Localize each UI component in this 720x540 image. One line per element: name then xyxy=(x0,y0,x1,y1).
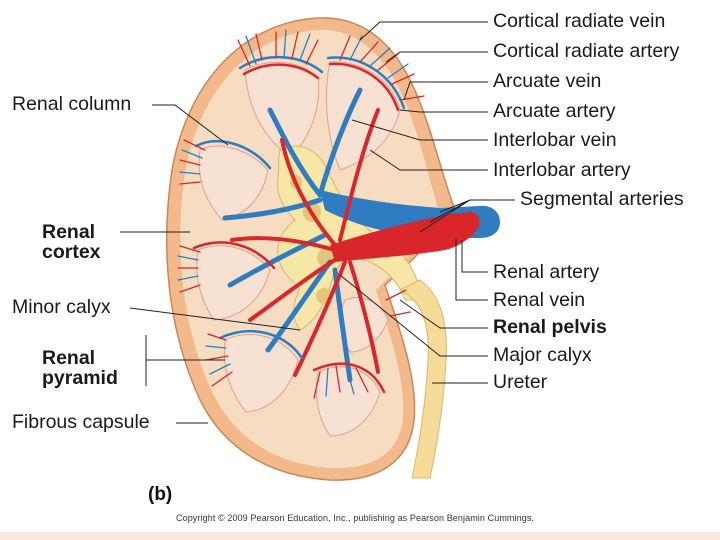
label-arcuate-vein: Arcuate vein xyxy=(493,70,602,92)
copyright-text: Copyright © 2009 Pearson Education, Inc.… xyxy=(176,513,535,523)
label-arcuate-artery: Arcuate artery xyxy=(493,100,616,122)
leader-lines-left xyxy=(120,104,301,424)
label-segmental-arteries: Segmental arteries xyxy=(520,188,684,210)
label-minor-calyx: Minor calyx xyxy=(12,296,111,318)
label-cortical-radiate-artery: Cortical radiate artery xyxy=(493,40,680,62)
label-interlobar-vein: Interlobar vein xyxy=(493,129,617,151)
label-renal-pelvis: Renal pelvis xyxy=(493,316,607,338)
label-renal-cortex: Renal cortex xyxy=(42,222,101,263)
arcuate-vessels xyxy=(192,56,406,394)
label-renal-artery: Renal artery xyxy=(493,261,600,283)
label-major-calyx: Major calyx xyxy=(493,344,592,366)
label-cortical-radiate-vein: Cortical radiate vein xyxy=(493,10,666,32)
label-renal-cortex-line2: cortex xyxy=(42,241,101,264)
renal-artery-shape xyxy=(330,212,480,262)
bottom-bar xyxy=(0,532,720,540)
label-fibrous-capsule: Fibrous capsule xyxy=(12,411,150,433)
label-renal-column: Renal column xyxy=(12,93,132,115)
leader-lines-right xyxy=(339,21,515,384)
cortical-radiate-arteries xyxy=(177,31,425,399)
label-renal-pyramid-line2: pyramid xyxy=(42,367,118,390)
interlobar-arteries xyxy=(230,108,380,377)
ureter-shape xyxy=(398,279,447,479)
label-interlobar-artery: Interlobar artery xyxy=(493,159,631,181)
panel-label: (b) xyxy=(148,484,173,505)
label-renal-pyramid-line1: Renal xyxy=(42,347,96,369)
label-renal-vein: Renal vein xyxy=(493,289,586,311)
interlobar-veins xyxy=(222,87,363,383)
label-renal-pyramid: Renal pyramid xyxy=(42,348,118,389)
label-renal-cortex-line1: Renal xyxy=(42,221,96,243)
label-ureter: Ureter xyxy=(493,371,548,393)
